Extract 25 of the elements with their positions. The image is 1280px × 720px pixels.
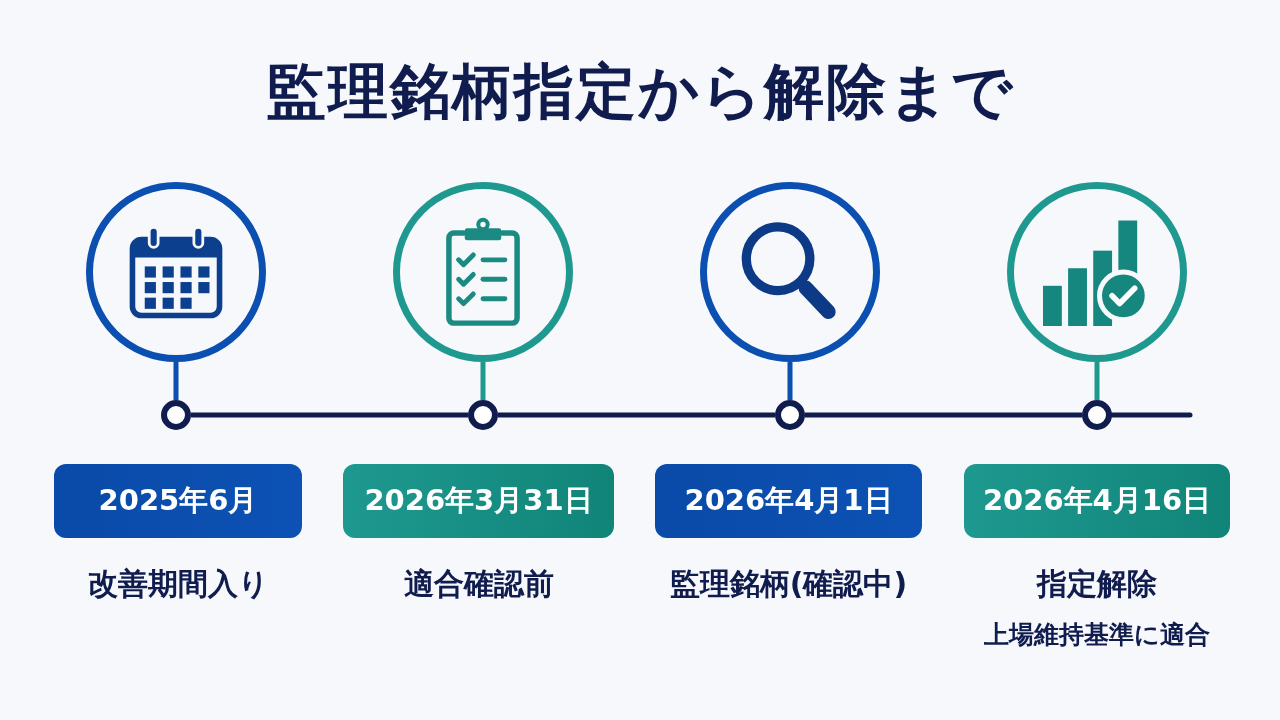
stem-line [787,362,793,400]
timeline-line [805,412,1082,418]
stem-line [480,362,486,400]
stage-note: 上場維持基準に適合 [983,620,1211,650]
timeline-line [498,412,775,418]
icon-circle [700,182,880,362]
stage-caption: 適合確認前 [402,566,555,602]
icon-circle [393,182,573,362]
date-pill: 2026年3月31日 [343,464,614,538]
date-pill: 2026年4月16日 [964,464,1230,538]
timeline-dot [1082,400,1112,430]
stage-caption: 監理銘柄(確認中) [668,566,909,602]
icon-circle [86,182,266,362]
icon-circle [1007,182,1187,362]
date-pill: 2026年4月1日 [655,464,922,538]
timeline-dot [161,400,191,430]
stage-caption: 改善期間入り [86,566,270,602]
stem-line [173,362,179,400]
date-pill: 2025年6月 [54,464,302,538]
timeline-dot [775,400,805,430]
timeline-line [191,412,468,418]
stage-caption: 指定解除 [1035,566,1158,602]
title: 監理銘柄指定から解除まで [265,55,1015,128]
timeline-dot [468,400,498,430]
stem-line [1094,362,1100,400]
